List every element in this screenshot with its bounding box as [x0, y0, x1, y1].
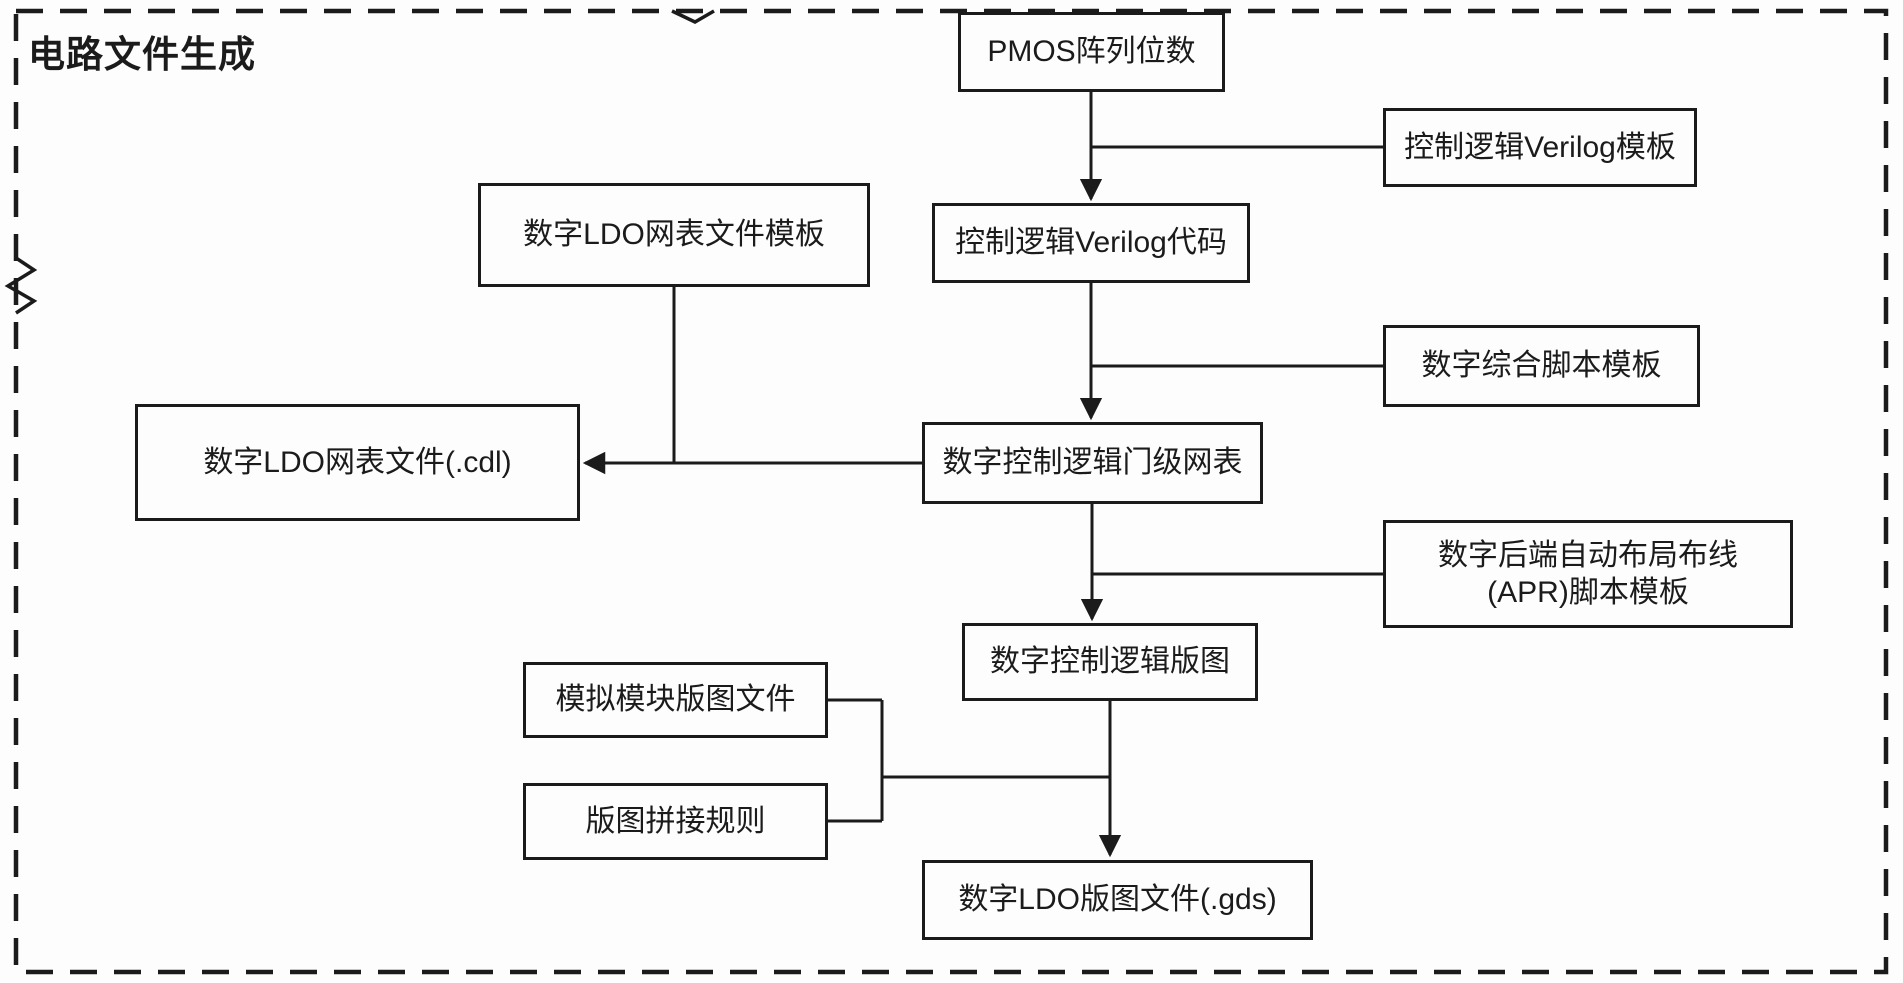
node-label: 控制逻辑Verilog代码 — [955, 226, 1227, 260]
border-break-mark-left — [4, 256, 38, 315]
node-label: 数字后端自动布局布线 (APR)脚本模板 — [1438, 538, 1738, 610]
diagram-title: 电路文件生成 — [28, 34, 256, 75]
node-verilog-template: 控制逻辑Verilog模板 — [1383, 108, 1697, 187]
node-label: 控制逻辑Verilog模板 — [1404, 130, 1676, 164]
node-label: 数字控制逻辑版图 — [990, 645, 1230, 679]
node-label: 数字LDO网表文件模板 — [523, 218, 825, 252]
node-ldo-netlist-cdl: 数字LDO网表文件(.cdl) — [135, 404, 580, 521]
node-analog-block-layout: 模拟模块版图文件 — [523, 662, 828, 738]
node-pmos-array-bits: PMOS阵列位数 — [958, 12, 1225, 92]
node-label: 模拟模块版图文件 — [555, 683, 796, 717]
node-ldo-gds-file: 数字LDO版图文件(.gds) — [922, 860, 1313, 940]
node-apr-script-template: 数字后端自动布局布线 (APR)脚本模板 — [1383, 520, 1793, 628]
node-label: 数字综合脚本模板 — [1421, 349, 1662, 383]
node-label: 数字控制逻辑门级网表 — [942, 446, 1243, 480]
node-gate-level-netlist: 数字控制逻辑门级网表 — [922, 422, 1263, 504]
node-ldo-netlist-template: 数字LDO网表文件模板 — [478, 183, 870, 287]
node-label: 数字LDO版图文件(.gds) — [958, 883, 1277, 917]
node-control-logic-layout: 数字控制逻辑版图 — [962, 623, 1258, 701]
node-label: 数字LDO网表文件(.cdl) — [203, 445, 512, 479]
node-label: PMOS阵列位数 — [987, 35, 1196, 69]
node-label: 版图拼接规则 — [585, 804, 766, 838]
node-layout-stitch-rules: 版图拼接规则 — [523, 783, 828, 860]
node-synthesis-script-template: 数字综合脚本模板 — [1383, 325, 1700, 407]
node-verilog-code: 控制逻辑Verilog代码 — [932, 203, 1250, 283]
dashed-boundary — [13, 8, 1889, 975]
border-break-mark-top — [671, 9, 715, 24]
